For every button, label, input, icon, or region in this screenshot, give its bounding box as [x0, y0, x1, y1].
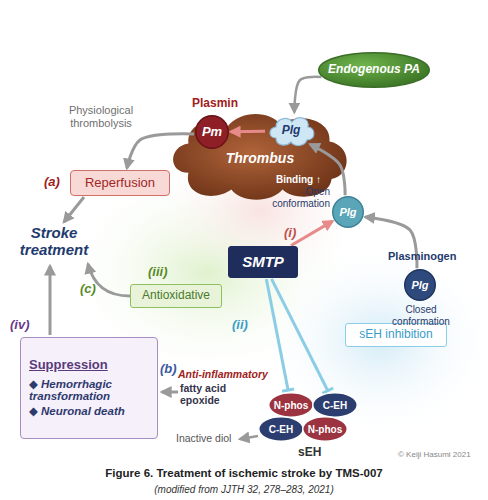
node-text: Endogenous PA — [328, 63, 420, 76]
callout-letter: (c) — [80, 282, 96, 297]
drug-box: SMTP — [228, 246, 298, 278]
node-text: Suppression — [29, 358, 108, 372]
callout-number: (iv) — [10, 318, 30, 333]
note-text: Inactive diol — [176, 432, 231, 444]
domain-oval-shape — [259, 417, 304, 442]
node-text: SMTP — [242, 254, 284, 271]
connector-label: (i) — [284, 226, 308, 241]
suppression-box: Suppression ◆ Hemorrhagic transformation ◆… — [20, 337, 158, 439]
domain-oval-shape — [313, 393, 358, 418]
flow-arrow — [240, 436, 258, 439]
node-text: N-phos — [308, 424, 342, 435]
caption-source: (modified from JJTH 32, 278–283, 2021) — [0, 484, 488, 496]
plasmin-circle-shape — [196, 116, 229, 149]
closed-plasminogen-circle: Plg — [404, 269, 436, 301]
flow-arrow — [64, 197, 84, 222]
figure-caption: Figure 6. Treatment of ischemic stroke b… — [0, 467, 488, 480]
reperfusion-box: Reperfusion — [70, 170, 170, 196]
callout-letter: (a) — [44, 175, 60, 190]
note-text: Anti-inflammatory — [178, 368, 268, 380]
node-text: Pm — [202, 125, 222, 139]
node-text: Reperfusion — [85, 176, 155, 190]
node-text: Thrombus — [226, 151, 294, 166]
callout-number: (ii) — [232, 318, 248, 333]
node-text: C-EH — [323, 400, 347, 411]
callout-number: (iii) — [148, 265, 168, 280]
part-name: sEH — [298, 446, 321, 460]
node-body-text: ◆ Hemorrhagic transformation — [29, 378, 149, 403]
callout-letter: (b) — [160, 362, 177, 377]
activator-ellipse-shape — [319, 53, 430, 88]
domain-oval-shape — [303, 417, 348, 442]
watermark: © Keiji Hasumi 2021 — [398, 450, 471, 459]
inhibition-line — [266, 279, 288, 390]
node-body-text: ◆ Neuronal death — [29, 405, 125, 418]
domain-oval: C-EH — [312, 392, 358, 418]
note-text: fatty acid epoxide — [180, 382, 250, 406]
plasmin-circle: Pm — [195, 115, 229, 149]
node-text: sEH inhibition — [359, 328, 432, 341]
hub-text: Stroke treatment — [12, 224, 96, 259]
inhibition-line — [272, 279, 328, 391]
node-text: Plg — [411, 279, 428, 291]
note-text: Open conformation — [264, 186, 330, 209]
connector-label: Physiological thrombolysis — [58, 104, 144, 129]
domain-oval: N-phos — [302, 416, 348, 442]
bound-plasminogen-cloud: Plg — [266, 114, 316, 148]
note-text: Closed conformation — [384, 304, 458, 327]
antioxidative-box: Antioxidative — [130, 284, 222, 308]
note-text: Binding ↑ — [276, 174, 321, 186]
part-name: Plasminogen — [388, 250, 456, 263]
closed-plasminogen-circle-shape — [405, 270, 436, 301]
node-text: C-EH — [269, 424, 293, 435]
part-name: Plasmin — [192, 97, 238, 111]
domain-oval: C-EH — [258, 416, 304, 442]
inhibition-box: sEH inhibition — [345, 323, 447, 347]
open-plasminogen-circle-shape — [333, 197, 364, 228]
open-plasminogen-circle: Plg — [332, 196, 364, 228]
node-text: Antioxidative — [142, 289, 210, 302]
flow-arrow — [49, 266, 52, 335]
node-text: N-phos — [274, 400, 308, 411]
node-text: Plg — [282, 124, 301, 137]
activator-arrow — [294, 77, 321, 112]
activator-ellipse: Endogenous PA — [318, 52, 430, 88]
node-text: Plg — [339, 206, 356, 218]
domain-oval-shape — [269, 393, 314, 418]
drug-action-arrow — [291, 221, 332, 245]
flow-arrow — [162, 391, 178, 394]
domain-oval: N-phos — [268, 392, 314, 418]
